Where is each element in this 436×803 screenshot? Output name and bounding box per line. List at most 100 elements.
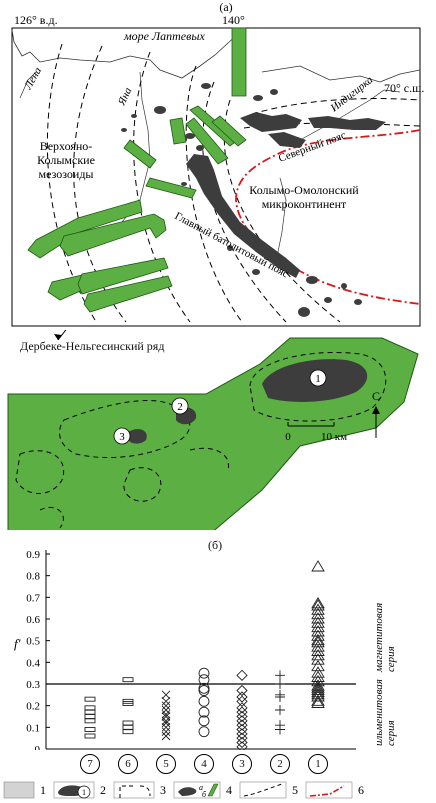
- point-cat5-8: [161, 723, 171, 732]
- point-cat5-1: [161, 697, 171, 706]
- point-cat1-12: [311, 640, 325, 652]
- microcontinent-boundary: [235, 129, 421, 305]
- legend-num-6: 6: [358, 783, 364, 797]
- point-cat5-0: [161, 690, 171, 700]
- river-south: [275, 177, 287, 263]
- legend-green-belt: [207, 783, 219, 797]
- body-2-marker: [171, 397, 189, 415]
- region-west-line2: Колымские: [37, 153, 95, 167]
- point-cat1-5: [311, 612, 325, 624]
- body-2-label: 2: [177, 401, 183, 413]
- category-marker-7: 7: [80, 754, 100, 774]
- point-cat5-3: [161, 705, 171, 715]
- body-3-label: 3: [119, 431, 125, 443]
- point-cat4-4: [198, 695, 210, 707]
- point-cat5-6: [161, 716, 171, 726]
- point-cat5-4: [161, 710, 171, 719]
- panel-b-letter: (б): [208, 538, 223, 552]
- granite-belts: [27, 27, 247, 313]
- legend-body-num: 1: [82, 788, 86, 797]
- lat-label: 70° с.ш.: [384, 81, 424, 95]
- inset-body-markers: 1 2 3: [113, 369, 327, 445]
- y-tick-label-9: 0.9: [26, 549, 40, 561]
- legend-swatch-1: [3, 781, 35, 799]
- point-cat2-0: [275, 670, 285, 681]
- panel-a-letter: (а): [219, 0, 232, 14]
- magnetite-line1: магнетитовая: [373, 603, 385, 673]
- category-marker-3: 3: [232, 754, 252, 774]
- point-cat1-27: [311, 696, 325, 708]
- y-tick-label-7: 0.7: [26, 592, 40, 604]
- y-tick-label-6: 0.6: [26, 614, 40, 626]
- legend-dashed-corner: [119, 785, 151, 798]
- point-cat1-7: [311, 620, 325, 633]
- lon-left-label: 126° в.д.: [14, 13, 58, 27]
- inset-contours: [15, 351, 387, 529]
- series-label-magnetite: магнетитовая серия: [373, 603, 397, 673]
- point-cat6-3: [122, 720, 134, 726]
- point-cat3-9: [236, 723, 248, 736]
- north-arrow: С: [372, 389, 380, 438]
- point-cat3-12: [236, 736, 248, 749]
- scale-bar: 0 10 км: [285, 422, 347, 443]
- point-cat3-1: [236, 684, 248, 697]
- point-cat1-6: [311, 616, 325, 628]
- point-cat1-2: [311, 599, 325, 611]
- point-cat5-9: [161, 727, 171, 736]
- point-cat5-5: [161, 712, 171, 721]
- point-cat6-4: [122, 724, 134, 730]
- region-west-line1: Верхояно-: [40, 139, 93, 153]
- map-panel: (а) 126° в.д. 140° 70° с.ш. море Лаптевы…: [11, 0, 424, 327]
- point-cat3-0: [236, 669, 248, 681]
- point-cat1-26: [311, 694, 325, 706]
- point-cat2-3: [275, 692, 285, 702]
- body-3-marker: [113, 427, 131, 445]
- point-cat6-0: [122, 677, 134, 683]
- legend-body-circle: [77, 785, 91, 799]
- inset-callout-label: Дербеке-Нельгесинский ряд: [20, 339, 165, 353]
- legend-dashed-line: [243, 783, 283, 797]
- sea-label: море Лаптевых: [123, 29, 205, 43]
- point-cat1-13: [311, 644, 325, 656]
- legend-red-boundary: [309, 785, 345, 797]
- point-cat3-8: [236, 719, 248, 731]
- point-cat4-1: [198, 674, 210, 686]
- ilmenite-line2: серия: [385, 720, 397, 746]
- scale-zero: 0: [285, 431, 291, 443]
- point-cat3-5: [236, 706, 248, 718]
- category-marker-5: 5: [156, 754, 176, 774]
- point-cat2-1: [275, 679, 285, 689]
- y-axis-label: f': [14, 636, 21, 651]
- body-1-label: 1: [315, 373, 321, 385]
- y-tick-label-3: 0.3: [26, 679, 40, 691]
- point-cat4-7: [198, 726, 210, 738]
- legend: 1 1 2 3 а б 4 5 6: [3, 781, 364, 799]
- point-cat5-10: [161, 731, 171, 741]
- river-lena: [19, 71, 37, 99]
- y-tick-label-4: 0.4: [26, 657, 40, 669]
- point-cat1-11: [311, 635, 325, 648]
- point-cat3-11: [236, 732, 248, 744]
- chart-panel: 00.10.20.30.40.50.60.70.80.9 f' магнетит…: [14, 549, 397, 750]
- north-label: С: [372, 389, 380, 403]
- body-1-marker: [309, 369, 327, 387]
- point-cat2-4: [275, 705, 285, 715]
- legend-sub-b: б: [202, 790, 207, 799]
- point-cat1-24: [311, 687, 325, 700]
- point-cat7-2: [84, 709, 96, 715]
- inset-map: 1 2 3 0 10 км С: [7, 330, 419, 530]
- point-cat3-3: [236, 695, 248, 707]
- legend-sub-a: а: [199, 783, 203, 792]
- y-tick-label-0: 0: [35, 744, 41, 750]
- point-cat7-6: [84, 733, 96, 739]
- legend-num-4: 4: [226, 783, 232, 797]
- region-west-line3: мезозоиды: [39, 167, 94, 181]
- legend-num-1: 1: [40, 783, 46, 797]
- point-cat7-4: [84, 718, 96, 724]
- point-cat7-3: [84, 714, 96, 719]
- point-cat4-0: [198, 667, 210, 679]
- y-tick-label-2: 0.2: [26, 701, 40, 713]
- legend-swatch-6: [305, 781, 353, 799]
- region-east-line2: микроконтинент: [262, 197, 347, 211]
- category-marker-1: 1: [308, 754, 328, 774]
